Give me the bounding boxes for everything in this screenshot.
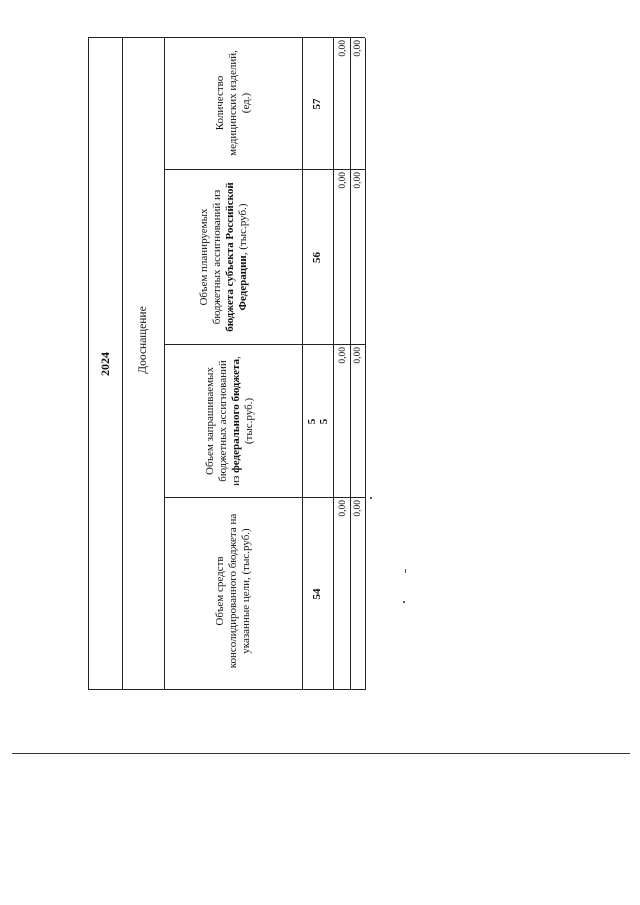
value-row-1-border [350,38,351,690]
header-federal-budget: Объем запрашиваемых бюджетных ассигнован… [204,356,255,486]
col-divider-1 [164,497,365,498]
value-cell: 0,00 [338,500,348,517]
column-number-54: 54 [311,588,323,600]
col-divider-2 [164,344,365,345]
rotated-table: 2024 Дооснащение Объем средств консолиди… [88,37,366,690]
group-label: Дооснащение [136,306,149,374]
value-cell: 0,00 [353,172,363,189]
header-regional-budget: Объем планируемых бюджетных ассигнований… [198,182,249,332]
value-cell: 0,00 [338,347,348,364]
table-bottom-border [365,38,366,690]
value-cell: 0,00 [353,500,363,517]
number-row-border [333,38,334,690]
header-device-count: Количество медицинских изделий, (ед.) [213,50,252,156]
value-cell: 0,00 [353,40,363,57]
page-divider-line [12,753,630,754]
column-number-55: 5 5 [305,418,330,425]
col-divider-3 [164,169,365,170]
scan-speck [403,601,405,603]
scan-speck [370,497,372,499]
column-number-56: 56 [311,252,323,263]
column-number-57: 57 [311,98,323,110]
year-label: 2024 [97,352,112,376]
value-cell: 0,00 [338,40,348,57]
value-cell: 0,00 [353,347,363,364]
header-consolidated-budget: Объем средств консолидированного бюджета… [213,513,252,669]
scan-speck [405,569,406,573]
value-cell: 0,00 [338,172,348,189]
